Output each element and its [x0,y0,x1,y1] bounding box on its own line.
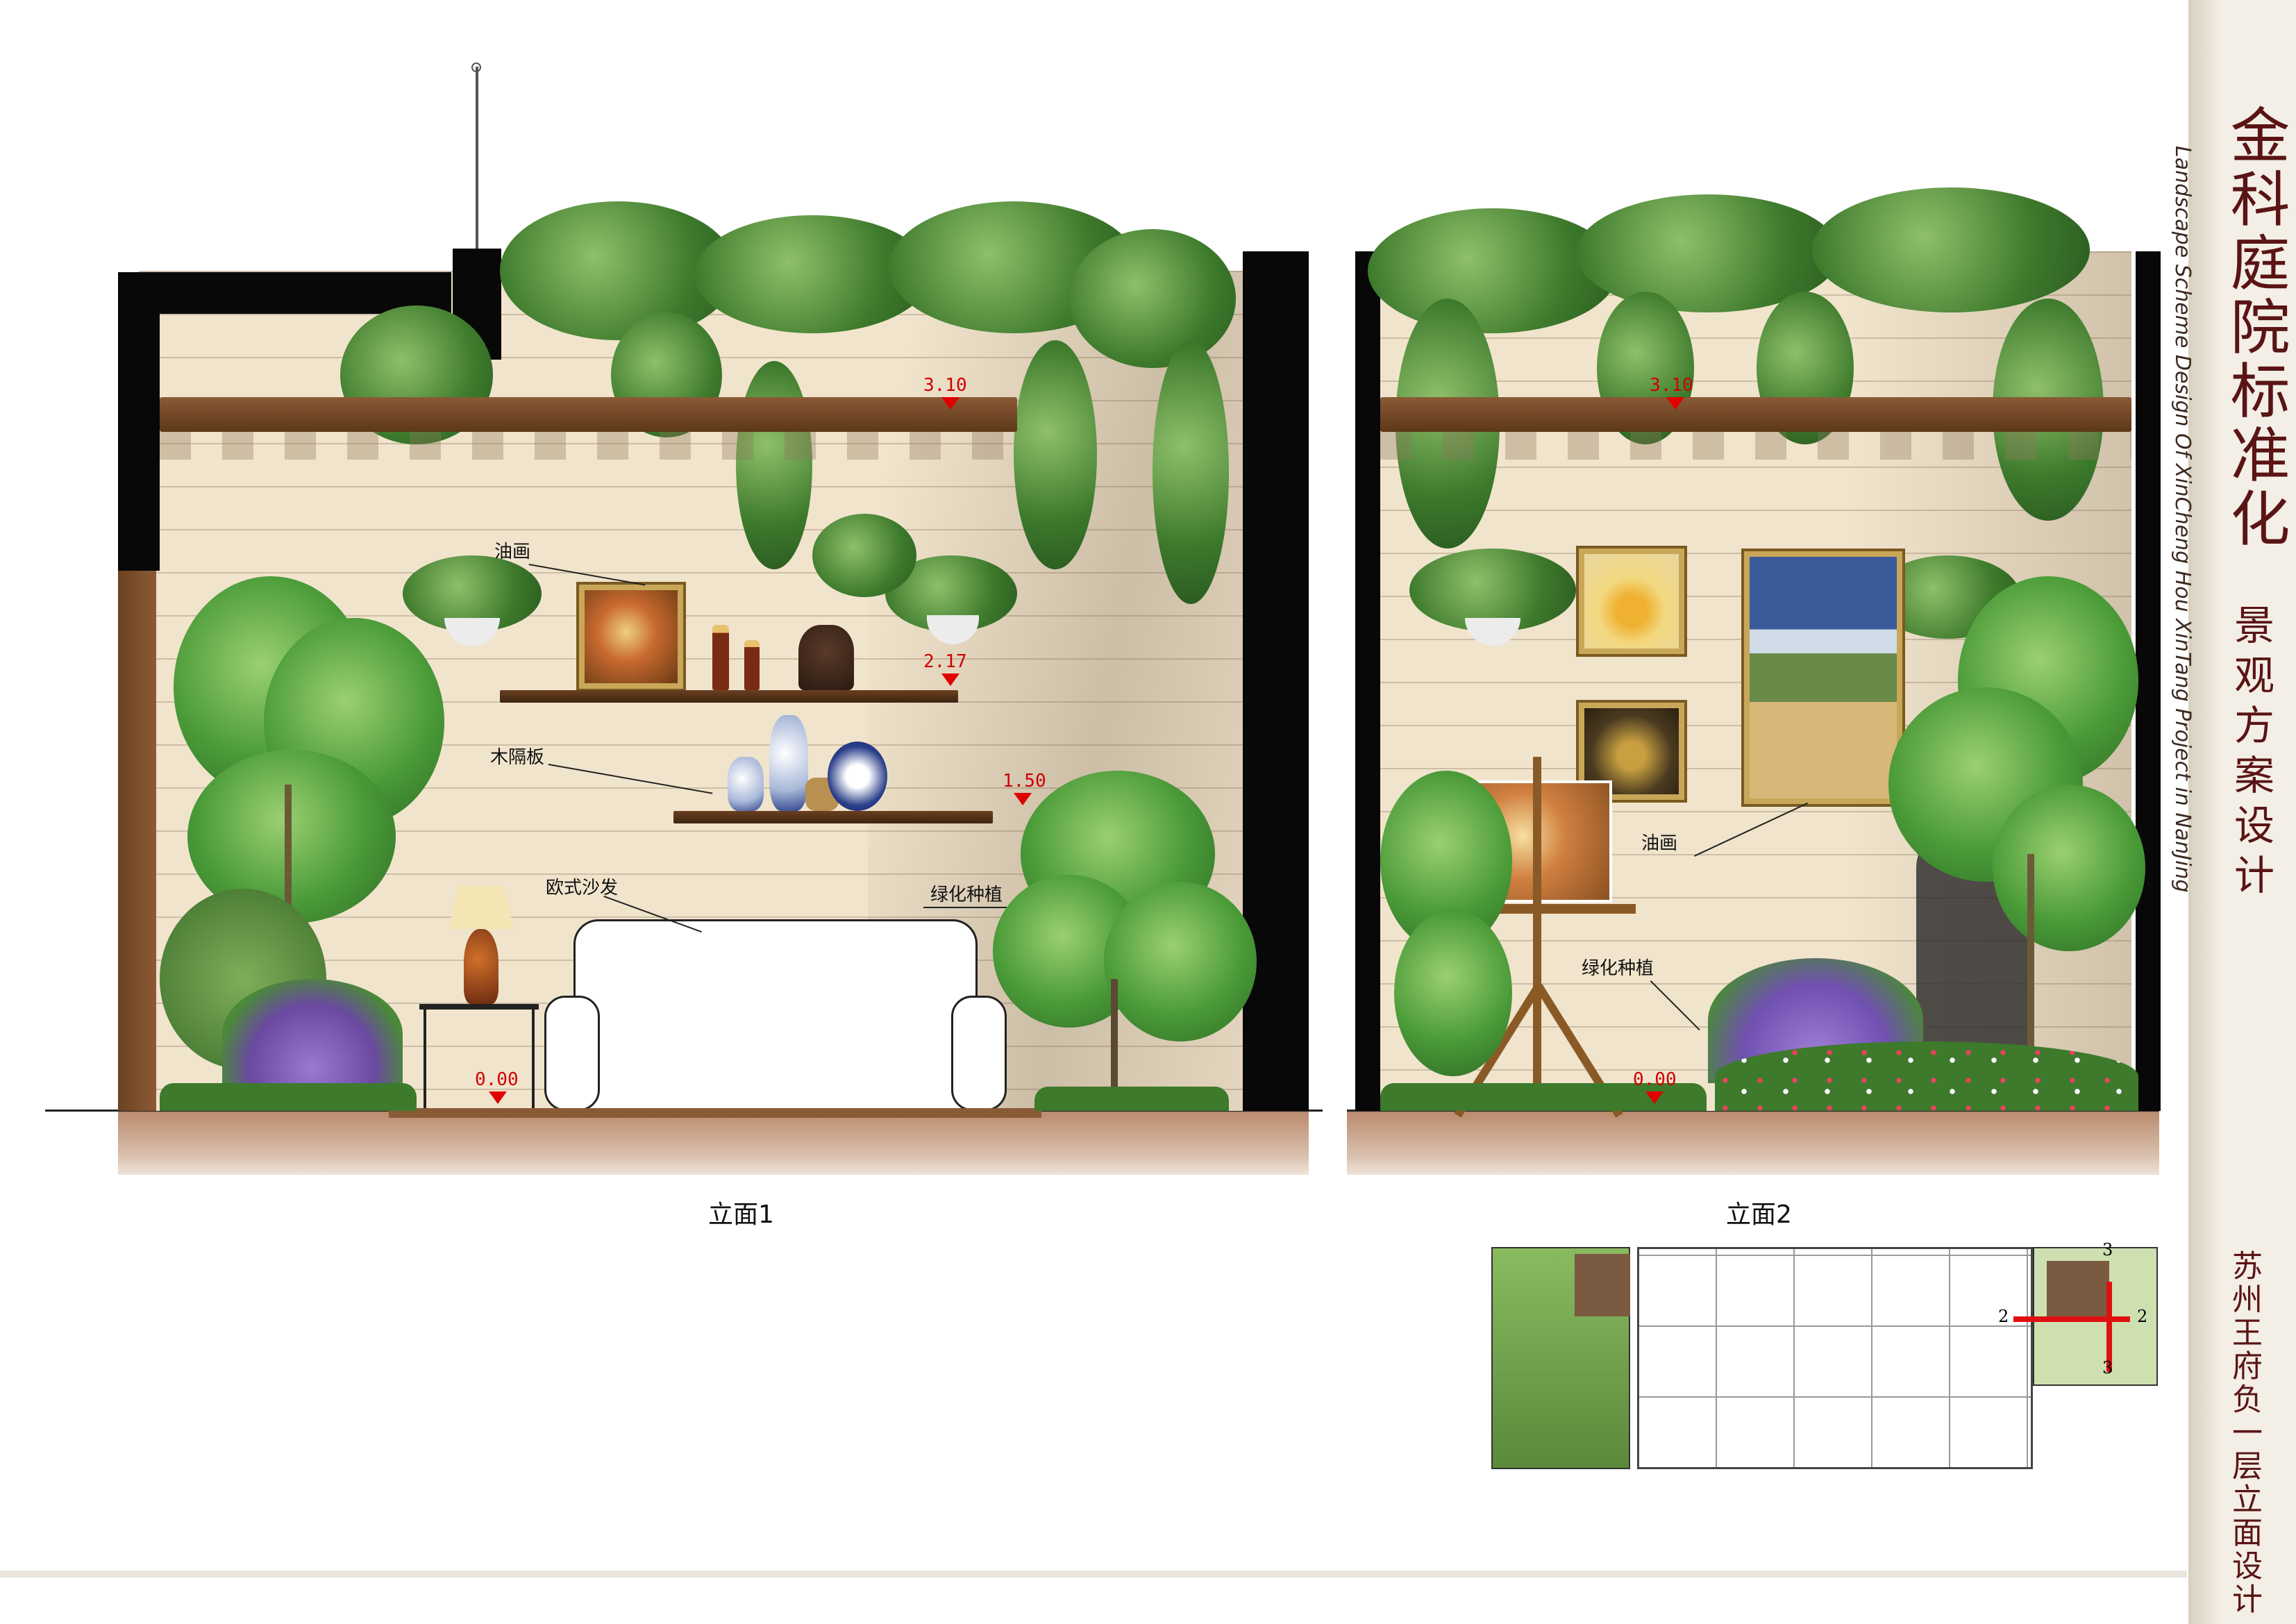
sculpture [798,625,854,690]
ivy-canopy [1368,187,2145,576]
hanging-basket-1 [403,555,542,646]
elev-triangle [1645,1091,1664,1104]
upper-shelf [500,690,958,703]
caption-elevation-1: 立面1 [708,1200,774,1229]
floor-plinth [389,1108,1041,1118]
elev-triangle [1666,397,1684,410]
key-plan: 3 2 2 3 [1491,1240,2158,1469]
elevation-2: 3.10 油画 绿化种植 [1347,187,2161,1229]
elev-mark-2-17: 2.17 [923,651,967,672]
lower-shelf [673,811,993,823]
elev-mark-0-00: 0.00 [475,1069,519,1090]
pergola-beam [160,397,1017,432]
tree-right [1888,576,2145,1111]
side-table-top [419,1004,539,1010]
hanging-basket-3 [812,514,916,604]
ivy-canopy [319,201,1236,632]
hanging-basket-1 [1409,549,1576,653]
elev-triangle [941,397,960,410]
side-table-leg [532,1010,535,1111]
elev-mark-3-10: 3.10 [923,375,967,396]
ground-strip [1347,1111,2159,1175]
elevation-1: 3.10 油画 2.17 1.50 木隔板 欧式沙发 [0,0,1323,1229]
lamp-shade [449,886,514,929]
hanging-basket-2 [885,555,1017,646]
section-line-v [2106,1282,2112,1372]
elev-triangle [941,673,960,686]
sofa [544,919,1007,1111]
easel-mast [1533,757,1541,1111]
side-table-leg [424,1010,426,1111]
label-planting: 绿化种植 [1582,958,1654,979]
section-line-h [2013,1316,2130,1322]
tree-left [1380,771,1519,1111]
elev-mark-3-10: 3.10 [1650,375,1693,396]
sub-title: 景观方案设计 [2227,604,2274,904]
label-wood-shelf: 木隔板 [490,747,545,768]
oil-painting-frame [576,582,686,692]
plate [828,742,887,811]
left-pillar [1355,251,1380,1111]
caption-elevation-2: 立面2 [1726,1200,1792,1229]
section-mark-3-top: 3 [2102,1240,2113,1259]
pergola-beam [1380,397,2131,432]
floor-plan [1637,1247,2033,1469]
beam-shadow [1380,432,2131,460]
antenna-tip [471,62,481,72]
main-title: 金科庭院标准化 [2220,104,2289,551]
small-painting-1 [1576,546,1687,657]
label-oil-painting: 油画 [494,542,531,562]
title-panel [2188,0,2296,1624]
tree-right [993,771,1257,1111]
sheet-title: 苏州王府负一层立面设计 [2227,1250,2262,1616]
label-oil-painting: 油画 [1641,833,1678,854]
elev-triangle [1014,793,1032,805]
beam-shadow [160,432,1017,460]
label-planting: 绿化种植 [930,885,1003,905]
deck-right [2047,1261,2109,1316]
elev-mark-0-00: 0.00 [1633,1069,1677,1090]
english-title: Landscape Scheme Design Of XinCheng Hou … [2170,146,2195,893]
ground-strip [118,1111,1309,1175]
leader-planting [923,907,1007,908]
page-bottom-rule [0,1571,2187,1577]
tree-left [160,576,465,1111]
left-wood-post [118,571,156,1111]
left-pillar [118,272,160,571]
antenna-pole [476,67,478,249]
vase-1 [728,757,764,811]
deck-left [1575,1254,1630,1316]
section-mark-3-bottom: 3 [2102,1358,2113,1378]
vase-2 [769,715,808,811]
candlestick-1 [712,625,729,690]
small-painting-2 [1576,700,1687,803]
elev-triangle [489,1091,507,1104]
top-left-beam [118,272,451,314]
candlestick-2 [744,640,760,690]
right-pillar [2136,251,2161,1111]
section-mark-2-right: 2 [2137,1307,2148,1326]
elev-mark-1-50: 1.50 [1003,771,1046,792]
flower-bed [1715,1041,2138,1111]
large-painting [1741,549,1905,807]
lamp-base [464,929,498,1004]
section-mark-2-left: 2 [1998,1307,2009,1326]
label-sofa: 欧式沙发 [546,878,619,898]
